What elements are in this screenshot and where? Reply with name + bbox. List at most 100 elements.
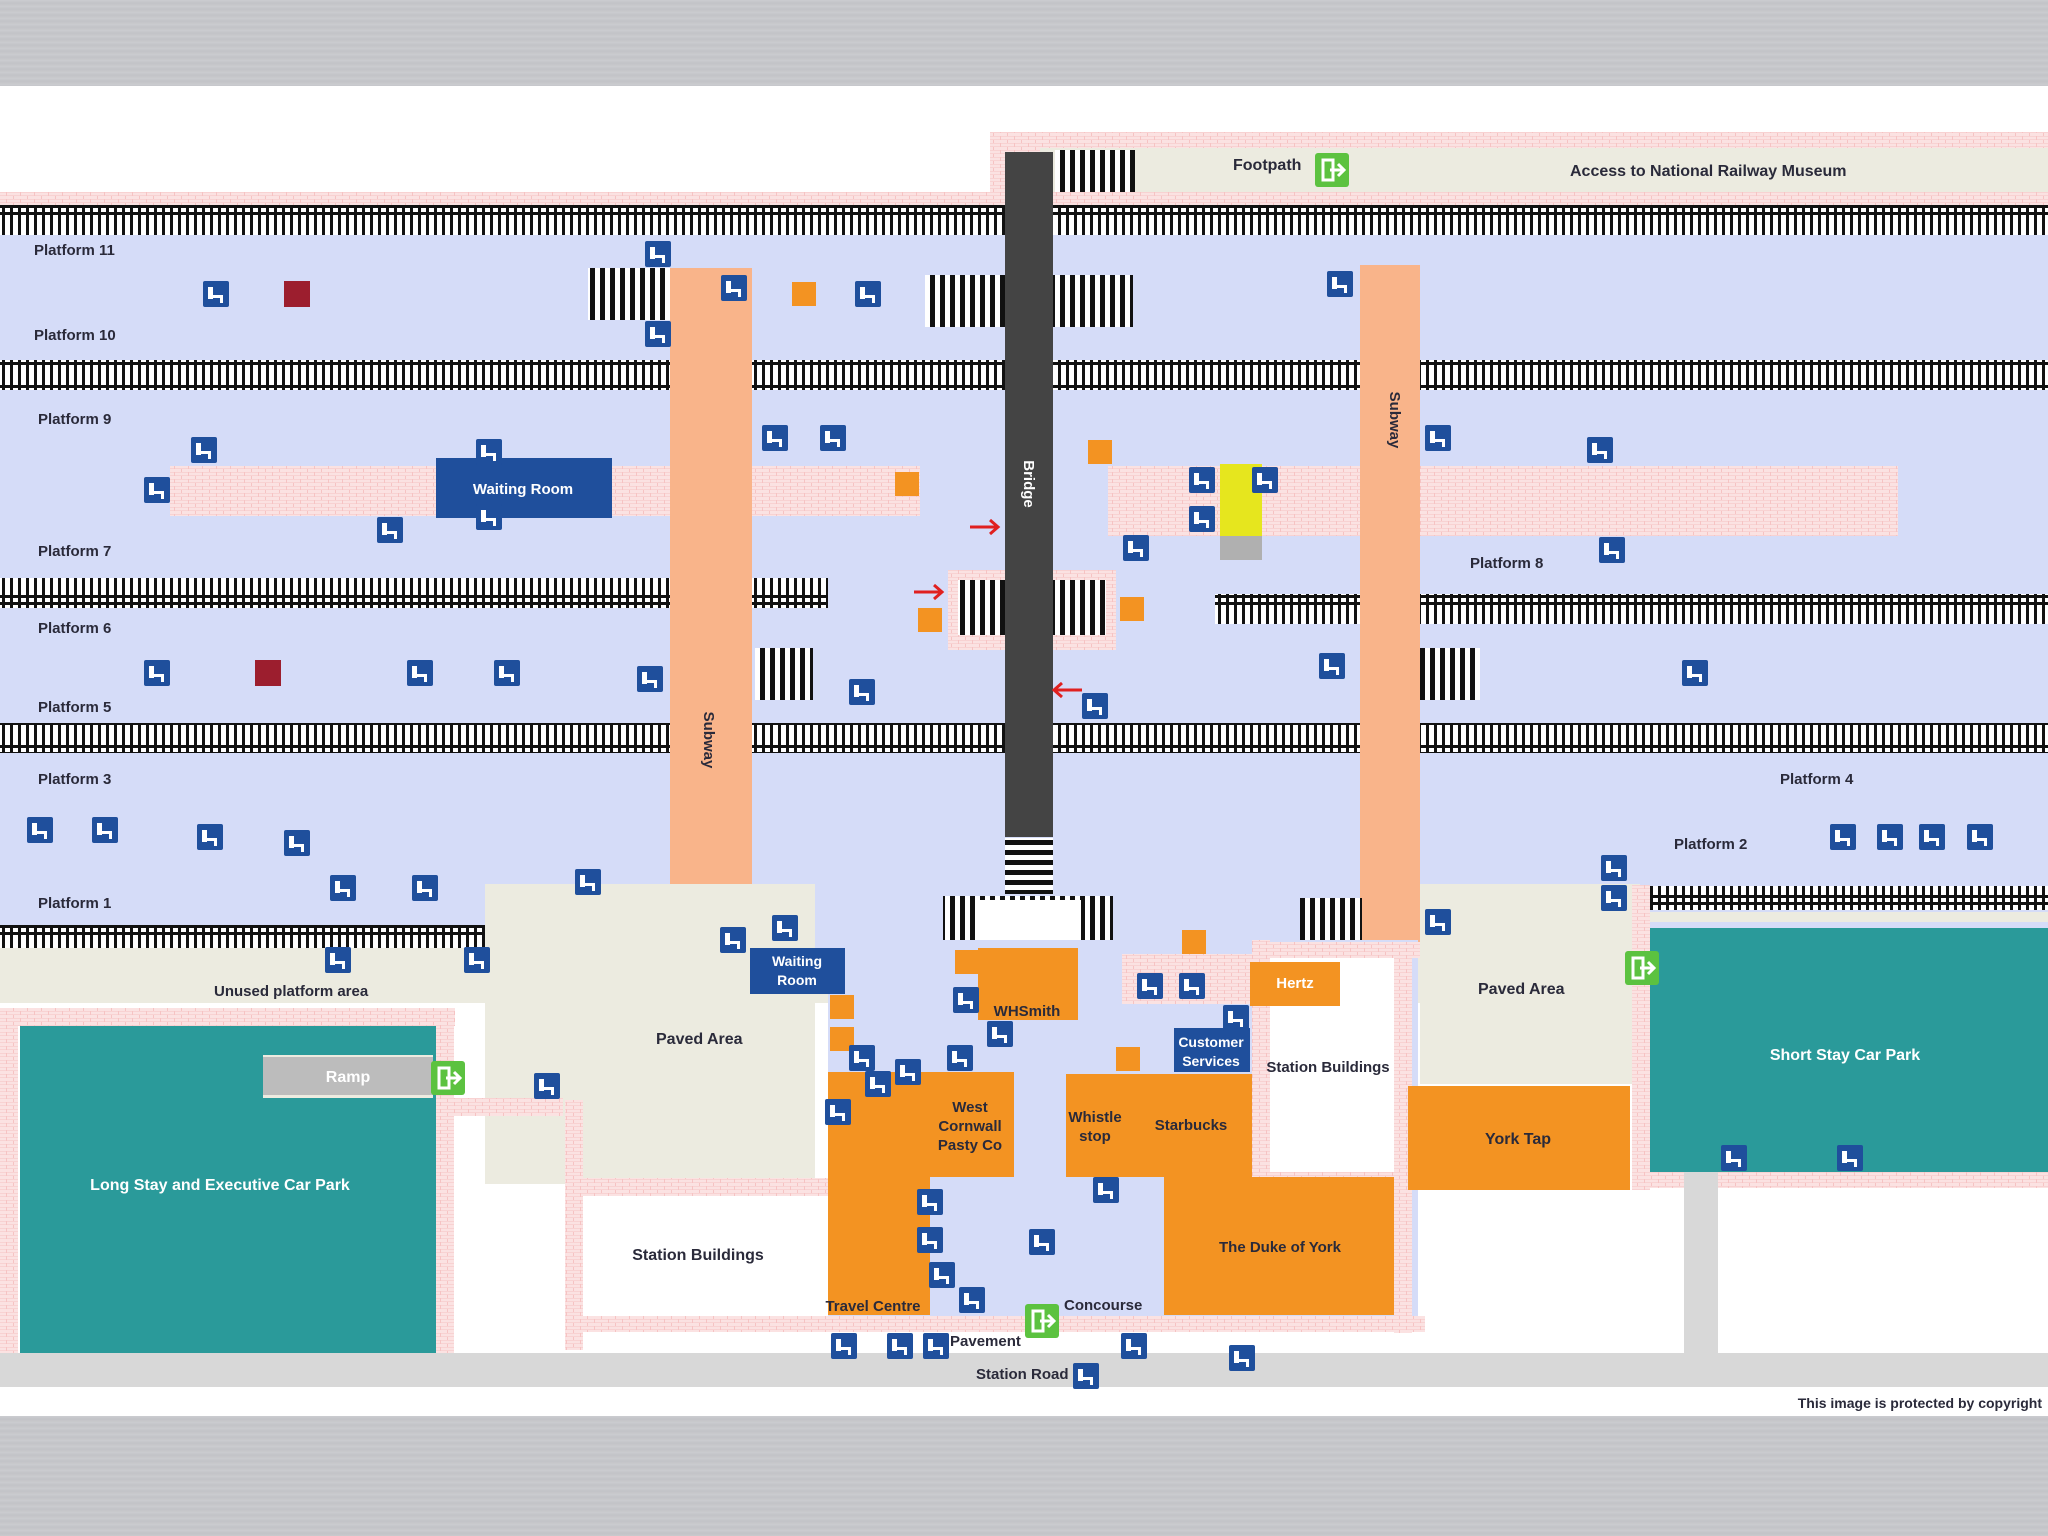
stairs-bridge-west [925,275,1005,327]
waiting-room-platform-1[interactable] [750,948,845,994]
waiting-room-label: Waiting Room [473,481,573,498]
station-buildings-wall-north [565,1178,830,1196]
station-road-label: Station Road [976,1366,1069,1383]
seat-icon [987,1021,1013,1047]
footbridge [1005,152,1053,837]
starbucks-label: Starbucks [1155,1117,1228,1134]
customer-services[interactable] [1174,1028,1250,1072]
stairs-bridge-east [1053,275,1133,327]
platform-4-label: Platform 4 [1780,771,1854,788]
stairs-bridge-south [1005,838,1053,894]
arrow-icon [1051,681,1082,699]
starbucks[interactable] [1126,1074,1252,1177]
lift-icon [637,666,663,692]
seat-icon [762,425,788,451]
york-tap[interactable] [1408,1086,1630,1190]
information-icon [476,439,502,465]
whistle-stop[interactable] [1066,1074,1126,1177]
customer-services-label-1: Customer [1178,1034,1244,1050]
stairs-platform-11 [588,268,670,320]
seat-icon [191,437,217,463]
toilet-icon [1223,1005,1249,1031]
cycle-parking-icon [325,947,351,973]
seat-icon [1029,1229,1055,1255]
lift-icon [1425,909,1451,935]
paved-area-west-label: Paved Area [656,1031,743,1048]
short-stay-label: Short Stay Car Park [1770,1047,1920,1064]
cash-machine-icon [1137,973,1163,999]
ramp [263,1057,433,1095]
seat-icon [1121,1333,1147,1359]
seat-icon [1587,437,1613,463]
ticket-machine-icon [831,1333,857,1359]
platform-8-label: Platform 8 [1470,555,1543,572]
exit-icon[interactable] [1623,949,1661,987]
hertz-wall [1252,942,1420,958]
arrow-icon [914,583,945,601]
short-stay-car-park [1650,928,2048,1172]
whistle-stop-label-2: stop [1079,1128,1111,1145]
ticket-machine-icon [1179,973,1205,999]
help-point-icon [923,1333,949,1359]
west-cornwall-pasty-co[interactable] [930,1072,1014,1177]
stairs-subway-east [1300,898,1362,944]
hertz-label: Hertz [1276,975,1314,992]
bridge-foot-landing [975,900,1081,946]
accessible-toilet-icon [1601,885,1627,911]
accessible-toilet-icon [1189,506,1215,532]
toilet-icon [1601,855,1627,881]
help-point-icon [197,824,223,850]
seat-icon [1599,537,1625,563]
long-stay-label: Long Stay and Executive Car Park [90,1177,350,1194]
ticket-machine-icon [849,679,875,705]
seat-icon [772,915,798,941]
no-smoking-icon [284,281,310,307]
help-point-icon [645,321,671,347]
cafe-icon [1116,1047,1140,1071]
bridge-label: Bridge [1020,460,1037,508]
paved-area-east-label: Paved Area [1478,981,1565,998]
lift-icon [1327,271,1353,297]
waiting-room-2-label-2: Room [777,972,817,988]
subway-west [670,268,752,920]
car-park-access-road [1684,1172,1718,1353]
stairs-platform-6 [755,648,813,700]
concourse-wall-south [565,1316,1425,1332]
station-road [0,1353,2048,1387]
whsmith[interactable] [978,948,1078,1020]
exit-icon[interactable] [1313,151,1351,189]
whsmith-label: WHSmith [994,1003,1061,1020]
cycle-parking-icon [1837,1145,1863,1171]
telephone-icon [464,947,490,973]
paved-area-east [1420,884,1640,1084]
duke-of-york-label: The Duke of York [1219,1239,1342,1256]
seat-icon [203,281,229,307]
help-point-icon [1830,824,1856,850]
waiting-room-2-label-1: Waiting [772,953,822,969]
exit-icon[interactable] [1023,1302,1061,1340]
concourse-label: Concourse [1064,1297,1142,1314]
seat-icon [959,1287,985,1313]
hertz[interactable] [1250,962,1340,1006]
seat-icon [377,517,403,543]
the-duke-of-york[interactable] [1164,1177,1394,1315]
exit-icon[interactable] [429,1059,467,1097]
footpath-stairs [1055,150,1135,192]
seat-icon [575,869,601,895]
ticket-machine-icon [1721,1145,1747,1171]
track-platform-8 [1215,594,2048,624]
seat-icon [1682,660,1708,686]
customer-services-label-2: Services [1182,1053,1240,1069]
cafe-icon [1088,440,1112,464]
concourse-wall-east [1394,948,1412,1333]
platform-2-edge [1640,912,2048,922]
subway-east-label: Subway [1386,392,1403,449]
seat-icon [947,1045,973,1071]
waiting-room-platform-9[interactable] [436,458,612,518]
west-cornwall-label-1: West [952,1099,988,1116]
ticket-machine-icon [27,817,53,843]
lift-icon [720,927,746,953]
seat-icon [1967,824,1993,850]
platform-3-label: Platform 3 [38,771,111,788]
